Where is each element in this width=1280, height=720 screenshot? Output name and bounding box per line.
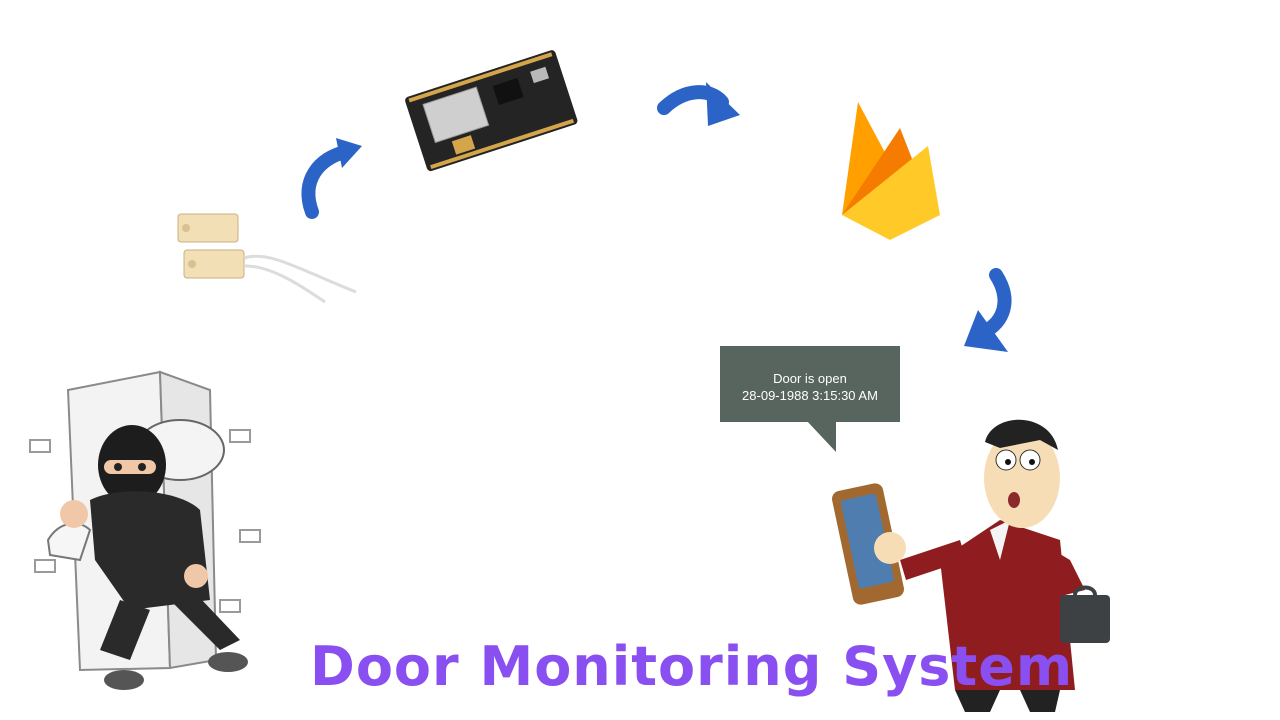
- diagram-title: Door Monitoring System: [310, 635, 1074, 698]
- flow-arrow-icon: [964, 268, 1012, 352]
- magnetic-door-sensor-icon: [177, 213, 357, 304]
- firebase-logo-icon: [842, 102, 940, 240]
- notification-tail: [806, 420, 836, 452]
- flow-arrow-icon: [301, 138, 362, 219]
- notification-line1: Door is open: [773, 371, 847, 386]
- flow-arrow-icon: [657, 82, 740, 126]
- thief-illustration-icon: [29, 370, 261, 690]
- notification-line2: 28-09-1988 3:15:30 AM: [742, 388, 878, 403]
- notification-popup: Door is open 28-09-1988 3:15:30 AM: [720, 346, 900, 422]
- person-with-phone-icon: [831, 419, 1110, 712]
- nodemcu-board-icon: [405, 50, 578, 172]
